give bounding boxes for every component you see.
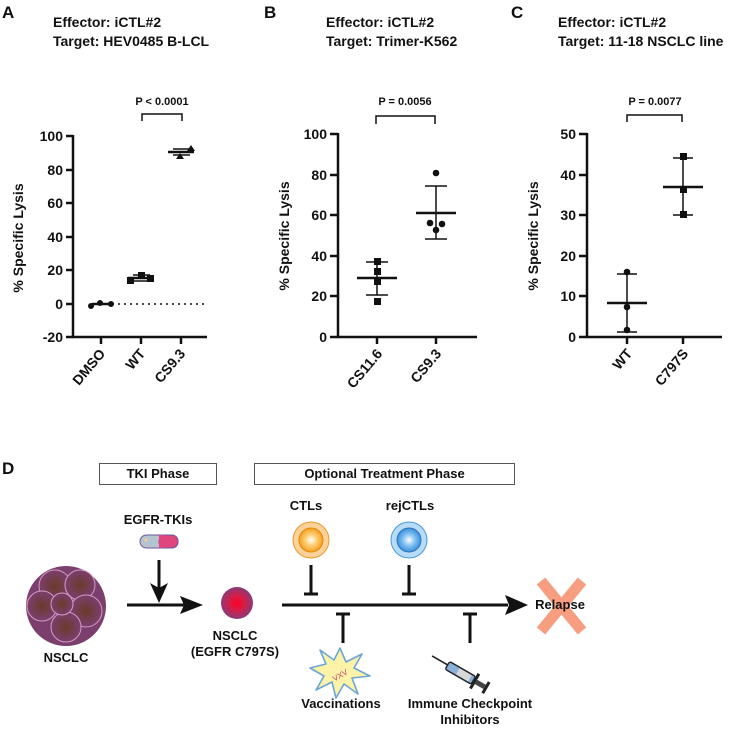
nsclc-mutant-tumor-icon: [221, 587, 253, 619]
rejctls-label: rejCTLs: [385, 498, 435, 513]
svg-text:40: 40: [311, 248, 327, 264]
treatment-timeline-arrow: [282, 595, 528, 615]
c-c797s-points: [663, 153, 703, 218]
a-dmso-points: [88, 300, 114, 309]
svg-text:50: 50: [560, 126, 576, 142]
svg-text:100: 100: [304, 126, 328, 142]
a-cs93-points: [168, 145, 195, 159]
svg-text:20: 20: [311, 288, 327, 304]
b-cs116-points: [357, 258, 397, 305]
c-pvalue: P = 0.0077: [628, 96, 681, 108]
ici-line1: Immune Checkpoint: [407, 696, 533, 711]
c-xtick-wt: WT: [609, 345, 636, 372]
svg-text:30: 30: [560, 207, 576, 223]
panel-letter-c: C: [511, 3, 524, 22]
vaccine-icon: VXV: [309, 647, 371, 699]
panel-a-title: Effector: iCTL#2 Target: HEV0485 B-LCL: [53, 13, 209, 51]
chart-a: 100 80 60 40 20 0 -20 % Specific Lysis D…: [10, 96, 207, 388]
b-xtick-cs93: CS9.3: [407, 345, 444, 385]
chart-b: 100 80 60 40 20 0 % Specific Lysis CS11.…: [276, 96, 477, 391]
a-pvalue: P < 0.0001: [135, 96, 188, 108]
a-ytick-0: 0: [55, 296, 63, 312]
c-ylabel: % Specific Lysis: [525, 181, 541, 290]
panel-b-title: Effector: iCTL#2 Target: Trimer-K562: [326, 13, 457, 51]
c-xtick-c797s: C797S: [652, 346, 692, 389]
svg-text:60: 60: [311, 207, 327, 223]
a-xtick-cs93: CS9.3: [151, 345, 188, 385]
rejctl-cell-icon: [390, 521, 428, 559]
b-xtick-cs116: CS11.6: [344, 345, 386, 391]
egfr-tkis-label: EGFR-TKIs: [123, 512, 193, 527]
svg-text:80: 80: [311, 167, 327, 183]
a-ytick-neg20: -20: [43, 329, 63, 345]
nsclc-tumor-icon: [26, 566, 106, 646]
vaccinations-label: Vaccinations: [301, 696, 381, 711]
svg-text:0: 0: [568, 329, 576, 345]
nsclc-label: NSCLC: [43, 650, 89, 665]
ctls-label: CTLs: [289, 498, 323, 513]
syringe-icon: [431, 655, 491, 694]
a-wt-points: [127, 272, 154, 284]
panel-letter-b: B: [264, 3, 277, 22]
vaccination-inhibition-icon: [336, 612, 350, 643]
ctl-inhibition-icon: [304, 565, 318, 596]
ici-line2: Inhibitors: [440, 712, 500, 727]
nsclc-mutant-label: NSCLC (EGFR C797S): [185, 628, 285, 660]
ici-label: Immune Checkpoint Inhibitors: [400, 696, 540, 728]
svg-text:VXV: VXV: [331, 667, 350, 683]
charts-svg: 100 80 60 40 20 0 -20 % Specific Lysis D…: [10, 96, 722, 391]
ctl-cell-icon: [292, 521, 330, 559]
b-ylabel: % Specific Lysis: [276, 181, 292, 290]
svg-text:10: 10: [560, 288, 576, 304]
a-xtick-dmso: DMSO: [69, 346, 108, 389]
c-wt-points: [607, 268, 647, 334]
chart-c: 50 40 30 20 10 0 % Specific Lysis WT C79…: [525, 96, 722, 389]
panel-c-title: Effector: iCTL#2 Target: 11-18 NSCLC lin…: [558, 13, 723, 51]
panel-letter-a: A: [2, 3, 15, 22]
svg-text:0: 0: [319, 329, 327, 345]
panel-a-target: Target: HEV0485 B-LCL: [53, 33, 210, 49]
ici-inhibition-icon: [463, 612, 477, 643]
nsclc-mutant-line2: (EGFR C797S): [190, 644, 280, 659]
optional-treatment-phase-box: Optional Treatment Phase: [254, 463, 515, 485]
a-xtick-wt: WT: [122, 345, 149, 372]
tki-phase-box: TKI Phase: [99, 463, 217, 485]
rejctl-inhibition-icon: [402, 565, 416, 596]
svg-text:20: 20: [560, 248, 576, 264]
b-pvalue: P = 0.0056: [378, 96, 431, 108]
a-ytick-100: 100: [40, 128, 64, 144]
relapse-label: Relapse: [535, 597, 585, 612]
relapse-x-icon: [536, 577, 587, 635]
svg-text:40: 40: [560, 167, 576, 183]
tki-arrow: [127, 560, 203, 614]
a-ytick-60: 60: [47, 195, 63, 211]
b-cs93-points: [416, 169, 456, 240]
panel-b-effector: Effector: iCTL#2: [326, 14, 435, 30]
nsclc-mutant-line1: NSCLC: [212, 628, 258, 643]
a-ylabel: % Specific Lysis: [10, 183, 26, 292]
panel-b-target: Target: Trimer-K562: [326, 33, 458, 49]
panel-a-effector: Effector: iCTL#2: [53, 14, 162, 30]
a-ytick-20: 20: [47, 262, 63, 278]
egfr-tki-pill-icon: [139, 534, 179, 549]
a-ytick-40: 40: [47, 229, 63, 245]
panel-c-target: Target: 11-18 NSCLC line: [558, 33, 724, 49]
a-ytick-80: 80: [47, 162, 63, 178]
panel-c-effector: Effector: iCTL#2: [558, 14, 667, 30]
panel-letter-d: D: [2, 459, 15, 478]
